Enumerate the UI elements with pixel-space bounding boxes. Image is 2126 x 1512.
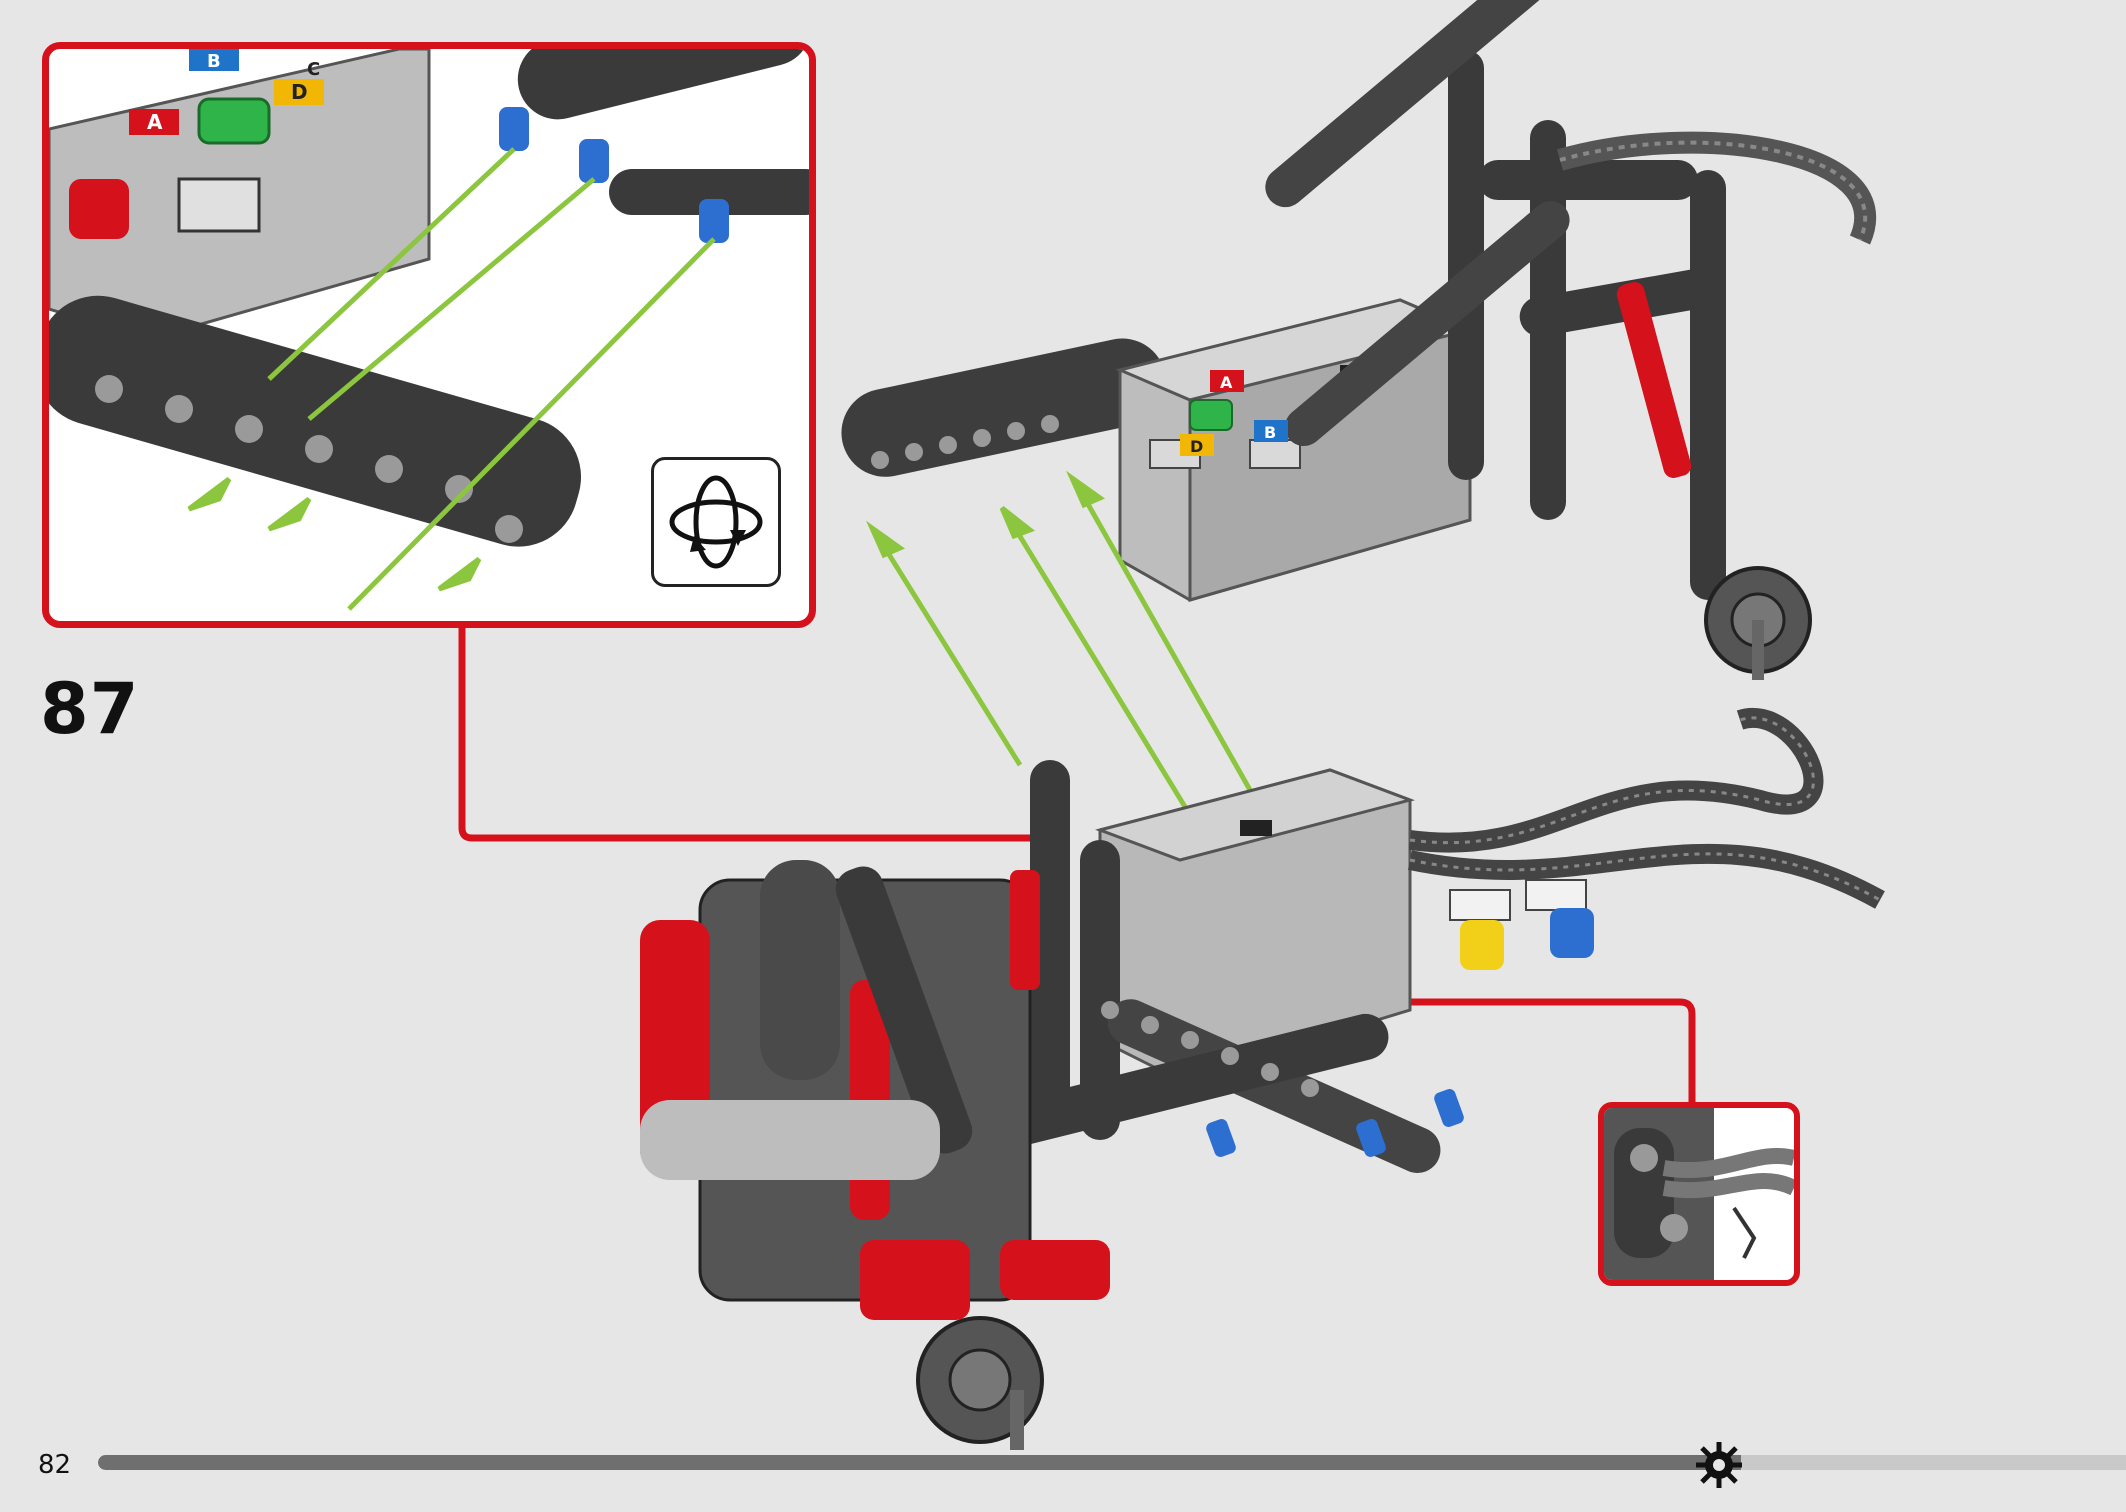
blue-pins [1206, 1089, 1464, 1157]
diagonal-beam [1284, 201, 1570, 447]
hub-port-label: C [307, 59, 320, 80]
assembly-guide-lines [865, 470, 1253, 817]
hub-ports-model: A D B [1180, 370, 1288, 456]
detail-illustration: A B D C [49, 49, 809, 611]
hub-port-label: D [291, 80, 308, 104]
upper-model [841, 0, 1877, 680]
small-detail-callout [1598, 1102, 1800, 1286]
step-number: 87 [40, 668, 140, 750]
gear-icon [1694, 1440, 1744, 1490]
rotate-model-icon [651, 457, 781, 587]
hub-port-label: A [1220, 373, 1233, 392]
beam [841, 338, 1167, 477]
lower-model [640, 708, 1885, 1450]
page-number: 82 [38, 1450, 72, 1480]
hub-center-button [197, 97, 271, 145]
progress-bar-fill [98, 1455, 1741, 1470]
assembly-guide-lines [187, 147, 716, 611]
hub-ports-callout: A B D C [129, 49, 324, 135]
beam [49, 295, 582, 547]
hub-port-label: B [207, 51, 221, 72]
hub-port-label: D [1190, 437, 1203, 456]
hub-port-label: B [1264, 423, 1276, 442]
hub-center-button [1189, 399, 1233, 431]
blue-pins [499, 107, 729, 243]
bottom-beam [979, 1013, 1389, 1151]
detail-callout: A B D C [42, 42, 816, 628]
callout-connector-line [1400, 998, 1696, 1106]
diagonal-beam [1265, 0, 1674, 208]
hub-port-label: A [147, 110, 163, 134]
callout-connector-line [458, 618, 1030, 842]
progress-bar [98, 1455, 2126, 1470]
